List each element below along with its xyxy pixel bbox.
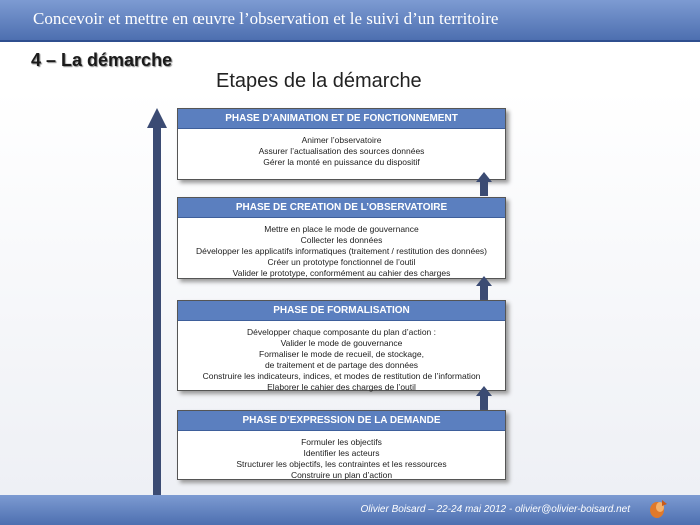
phase-title: PHASE D’ANIMATION ET DE FONCTIONNEMENT [178,109,505,129]
phase-body: Mettre en place le mode de gouvernance C… [178,218,505,279]
phase-line: Construire les indicateurs, indices, et … [202,371,481,381]
phase-line: Structurer les objectifs, les contrainte… [236,459,447,469]
phase-expression: PHASE D’EXPRESSION DE LA DEMANDE Formule… [177,410,506,480]
phase-line: Développer chaque composante du plan d’a… [246,327,437,337]
up-arrow-icon [476,386,492,410]
up-arrow-icon [476,172,492,196]
phase-animation: PHASE D’ANIMATION ET DE FONCTIONNEMENT A… [177,108,506,180]
phase-body: Animer l’observatoire Assurer l’actualis… [178,129,505,168]
phase-line: de traitement et de partage des données [264,360,419,370]
phase-line: Elaborer le cahier des charges de l’outi… [267,382,416,392]
phase-body: Formuler les objectifs Identifier les ac… [178,431,505,481]
phase-title: PHASE DE FORMALISATION [178,301,505,321]
header-bar: Concevoir et mettre en œuvre l’observati… [0,0,700,42]
phase-formalisation: PHASE DE FORMALISATION Développer chaque… [177,300,506,393]
phase-line: Animer l’observatoire [301,135,382,145]
logo-icon [650,500,667,518]
phase-line: Valider le prototype, conformément au ca… [232,268,451,278]
phase-line: Gérer la monté en puissance du dispositi… [263,157,420,167]
phase-title: PHASE DE CREATION DE L’OBSERVATOIRE [178,198,505,218]
diagram-heading: Etapes de la démarche [216,70,422,92]
phase-line: Assurer l’actualisation des sources donn… [258,146,425,156]
header-title: Concevoir et mettre en œuvre l’observati… [33,9,499,28]
footer-bar: Olivier Boisard – 22-24 mai 2012 - olivi… [0,495,700,525]
phase-line: Identifier les acteurs [303,448,380,458]
phase-line: Mettre en place le mode de gouvernance [264,224,419,234]
phase-line: Valider le mode de gouvernance [280,338,403,348]
phase-line: Formaliser le mode de recueil, de stocka… [259,349,424,359]
phase-line: Créer un prototype fonctionnel de l’outi… [267,257,416,267]
progress-arrow-icon [147,108,167,495]
section-title: 4 – La démarche [31,50,173,70]
phase-creation: PHASE DE CREATION DE L’OBSERVATOIRE Mett… [177,197,506,279]
phase-line: Construire un plan d’action [290,470,393,480]
phase-line: Développer les applicatifs informatiques… [195,246,488,256]
phase-line: Collecter les données [300,235,383,245]
phase-line: Formuler les objectifs [301,437,382,447]
phase-body: Développer chaque composante du plan d’a… [178,321,505,393]
phase-title: PHASE D’EXPRESSION DE LA DEMANDE [178,411,505,431]
footer-credit: Olivier Boisard – 22-24 mai 2012 - olivi… [360,504,630,515]
up-arrow-icon [476,276,492,300]
